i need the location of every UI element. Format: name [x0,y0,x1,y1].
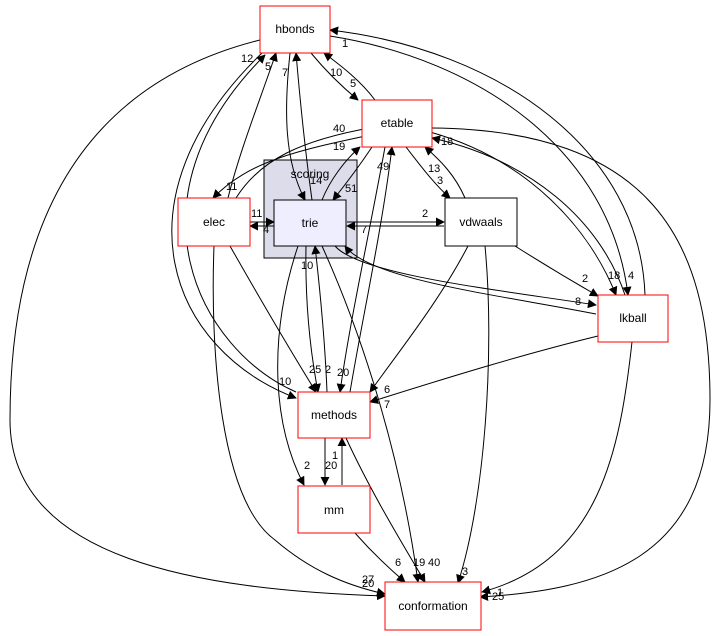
node-hbonds-label: hbonds [275,22,314,36]
edge-label-hbonds-etable: 10 [330,67,342,79]
node-hbonds[interactable]: hbonds [259,5,331,54]
edge-etable-trie [332,146,373,201]
edge-vdwaals-lkball [514,245,599,297]
edge-label-elec-etable: 5 [350,78,356,90]
node-mm-label: mm [324,503,344,517]
edge-label-methods-mm: 7 [384,399,390,411]
nodes: hbonds etable elec trie vdwaals lkball m… [177,5,669,631]
edge-label-trie-methods: 25 [309,364,321,376]
edge-lkball-hbonds [329,26,646,296]
edge-label-trie-hbonds: 5 [265,61,271,73]
edge-label-etable-conformation: 25 [492,591,504,603]
edge-label-trie-mm: 2 [304,460,310,472]
edge-label-lkball-hbonds: 4 [628,270,634,282]
edge-label-lkball-methods: 20 [337,367,349,379]
edge-label-elec-hbonds: 12 [241,53,253,65]
edge-label-methods-hbonds: 7 [282,67,288,79]
edge-label-vdwaals-lkball: 2 [582,273,588,285]
edge-label-methods-conformation: 19 [413,557,425,569]
edge-label-trie-lkball: 8 [575,296,581,308]
edge-etable-methods [336,146,386,393]
edge-label-hbonds-trie: 14 [310,175,322,187]
edge-etable-lkball [429,131,618,296]
edge-etable-conformation [431,127,711,602]
edge-label-mm-methods: 6 [384,384,390,396]
edge-label-elec-trie: 11 [251,208,262,220]
edge-elec-methods [229,245,317,393]
edge-vdwaals-etable [424,146,466,199]
edge-methods-conformation [345,437,426,583]
edge-methods-trie [311,245,328,393]
edge-lkball-etable [431,135,626,296]
edge-label-etable-lkball: 18 [441,136,453,148]
node-lkball[interactable]: lkball [597,294,669,343]
edge-hbonds-lkball [329,35,632,296]
edge-etable-hbonds [323,52,376,101]
edge-lkball-methods [369,335,599,404]
edge-elec-etable [235,123,376,199]
node-lkball-label: lkball [619,311,646,325]
edge-label-vdwaals-methods-top: 2 [325,364,331,376]
edge-label-trie-vdwaals: 2 [422,208,428,220]
edge-trie-mm [277,245,305,486]
edge-vdwaals-methods [369,245,469,393]
node-conformation[interactable]: conformation [384,581,482,631]
node-methods[interactable]: methods [297,391,371,439]
edge-label-trie-elec: 4 [263,224,269,236]
edge-label-hbonds-elec: 11 [226,181,237,193]
node-trie-label: trie [302,216,319,230]
edge-label-etable-hbonds: 1 [342,38,348,50]
edge-label-vdwaals-trie: 7 [361,224,367,236]
edge-vdwaals-conformation [456,245,490,584]
edge-mm-conformation [354,532,406,583]
edge-label-vdwaals-conformation: 1 [497,587,503,599]
edge-trie-methods [305,245,321,393]
edge-label-etable-methods: 10 [279,376,291,388]
node-conformation-label: conformation [398,599,467,613]
edge-methods-hbonds [185,54,297,393]
edge-label-hbonds-conformation: 27 [362,574,374,586]
edge-trie-etable [321,146,361,201]
node-methods-label: methods [311,408,357,422]
edge-label-trie-etable: 40 [333,123,345,135]
node-etable[interactable]: etable [361,99,433,148]
edge-trie-hbonds [292,52,313,201]
edge-label-hbonds-lkball: 18 [608,270,620,282]
edge-label-vdwaals-etable: 49 [377,161,389,173]
edge-etable-vdwaals [405,146,451,199]
edge-etable-elec [212,133,376,199]
node-elec[interactable]: elec [177,197,251,247]
edge-label-lkball-conformation: 3 [462,566,468,578]
scoring-cluster-label: scoring [291,167,330,181]
node-trie[interactable]: trie [273,199,347,247]
edge-lkball-trie [344,245,597,315]
edge-label-mm-methods-1: 1 [332,450,338,462]
edge-methods-etable [349,146,396,393]
edge-label-etable-vdwaals: 3 [437,175,443,187]
edge-elec-conformation [212,245,386,597]
node-vdwaals[interactable]: vdwaals [444,197,518,247]
node-vdwaals-label: vdwaals [459,215,502,229]
edges [9,26,711,602]
edge-hbonds-etable [310,52,359,101]
node-elec-label: elec [203,215,225,229]
edge-labels: 1 12 5 7 10 5 40 18 19 49 13 14 3 11 51 … [226,38,634,603]
node-mm[interactable]: mm [297,485,371,534]
edge-label-lkball-etable: 13 [428,163,440,175]
edge-label-mm-conformation-6: 6 [395,557,401,569]
edge-hbonds-trie [286,52,306,201]
edge-label-methods-etable: 19 [333,141,345,153]
edge-label-etable-trie: 51 [345,183,357,195]
edge-label-mm-conformation: 40 [428,557,440,569]
edge-label-trie-conformation: 20 [362,578,374,590]
edge-lkball-conformation [481,341,633,595]
edge-hbonds-conformation [9,39,386,601]
edge-label-methods-trie: 10 [301,260,313,272]
edge-hbonds-methods [171,52,297,400]
edge-label-methods-mm-20: 20 [325,460,337,472]
edge-trie-lkball [334,245,597,309]
node-etable-label: etable [381,116,414,130]
